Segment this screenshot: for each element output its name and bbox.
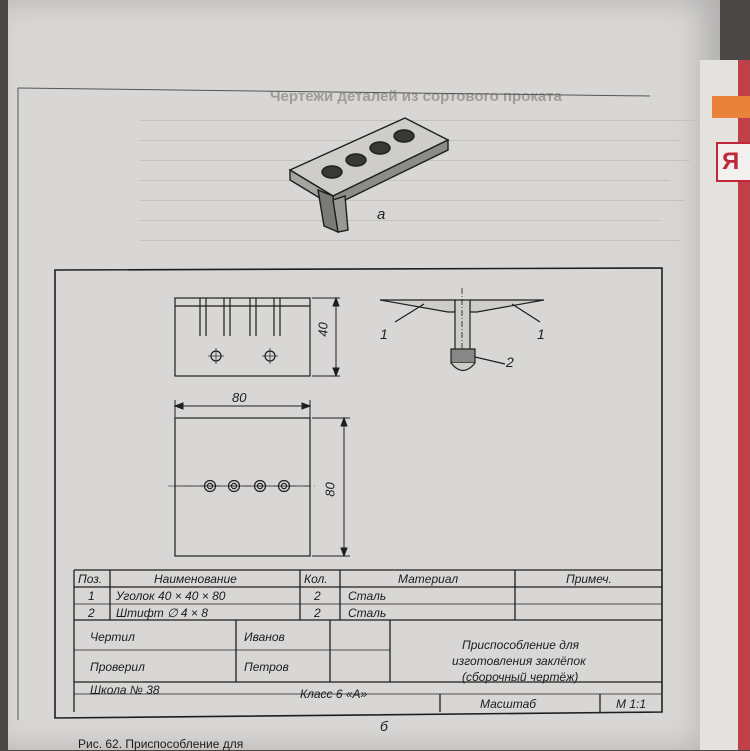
figure-label-a: а bbox=[377, 206, 386, 223]
row-1-qty: 2 bbox=[314, 589, 321, 603]
scale-value: М 1:1 bbox=[616, 697, 647, 711]
book-red-edge bbox=[738, 60, 750, 750]
callout-2: 2 bbox=[506, 354, 514, 370]
dimension-80-vertical bbox=[312, 416, 350, 558]
school-label: Школа № 38 bbox=[90, 683, 160, 697]
row-1-name: Уголок 40 × 40 × 80 bbox=[116, 589, 226, 603]
header-note: Примеч. bbox=[566, 572, 612, 586]
row-2-name: Штифт ∅ 4 × 8 bbox=[116, 606, 208, 620]
bleed-text-line bbox=[140, 120, 700, 121]
bleed-text-line bbox=[140, 200, 685, 201]
spec-table-grid bbox=[73, 569, 662, 712]
title-line-2: изготовления заклёпок bbox=[452, 654, 586, 668]
row-1-pos: 1 bbox=[88, 589, 95, 603]
header-material: Материал bbox=[398, 572, 459, 586]
drew-name: Иванов bbox=[244, 630, 285, 644]
checked-label: Проверил bbox=[90, 660, 145, 674]
bleed-text-line bbox=[140, 180, 670, 181]
title-block-grid bbox=[74, 620, 662, 712]
figure-label-b: б bbox=[380, 718, 388, 734]
row-1-material: Сталь bbox=[348, 589, 387, 603]
header-qty: Кол. bbox=[304, 572, 328, 586]
drawing-border bbox=[54, 267, 663, 719]
callout-1-right: 1 bbox=[537, 326, 545, 342]
isometric-part bbox=[288, 117, 450, 234]
header-name: Наименование bbox=[154, 572, 237, 586]
callout-1-left: 1 bbox=[380, 326, 388, 342]
row-2-pos: 2 bbox=[88, 606, 95, 620]
dimension-80-vertical-label: 80 bbox=[322, 482, 338, 497]
textbook-page bbox=[8, 0, 720, 750]
bleed-text-line bbox=[140, 240, 680, 241]
header-pos: Поз. bbox=[78, 572, 103, 586]
front-view bbox=[174, 297, 311, 377]
class-label: Класс 6 «А» bbox=[300, 687, 368, 701]
drew-label: Чертил bbox=[90, 630, 135, 644]
dimension-40 bbox=[312, 296, 340, 378]
page-frame-top bbox=[17, 87, 651, 97]
plan-view bbox=[168, 417, 316, 557]
title-line-1: Приспособление для bbox=[462, 638, 580, 652]
section-view bbox=[379, 288, 545, 372]
figure-caption: Рис. 62. Приспособление для bbox=[78, 737, 244, 751]
dimension-80-horizontal-label: 80 bbox=[232, 390, 247, 405]
title-line-3: (сборочный чертёж) bbox=[462, 670, 579, 684]
side-letter-badge: Я bbox=[716, 142, 750, 182]
dimension-40-label: 40 bbox=[315, 322, 331, 337]
bleed-text-line bbox=[140, 220, 660, 221]
dimension-80-horizontal bbox=[173, 400, 312, 418]
orange-page-tab bbox=[712, 96, 750, 118]
row-2-qty: 2 bbox=[314, 606, 321, 620]
row-2-material: Сталь bbox=[348, 606, 387, 620]
scale-label: Масштаб bbox=[480, 697, 537, 711]
checked-name: Петров bbox=[244, 660, 289, 674]
